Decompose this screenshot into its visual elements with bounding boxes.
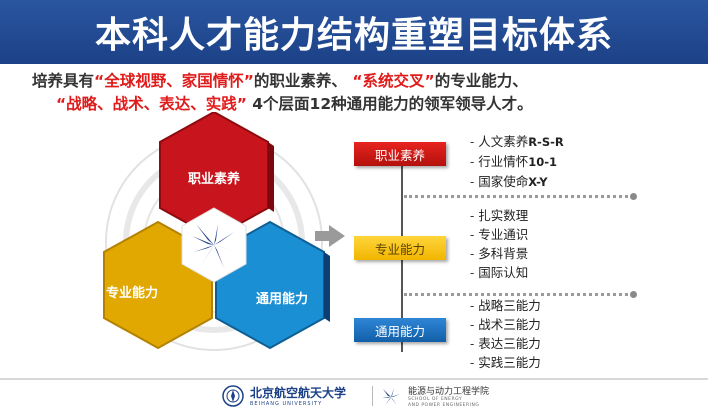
footer-separator: [372, 386, 373, 406]
intro-highlight: “系统交叉”: [352, 72, 435, 90]
list-item: - 行业情怀10-1: [470, 154, 557, 169]
intro-text-part: 的专业能力、: [434, 72, 528, 90]
intro-highlight: “战略、战术、表达、实践”: [56, 95, 247, 113]
hex-label-top: 职业素养: [188, 172, 241, 187]
list-professional-quality: - 人文素养R-S-R - 行业情怀10-1 - 国家使命X-Y: [470, 132, 564, 192]
school-emblem-icon: [382, 387, 400, 405]
ability-hex-diagram: 职业素养 专业能力 通用能力: [96, 110, 340, 380]
ability-tree: 职业素养 - 人文素养R-S-R - 行业情怀10-1 - 国家使命X-Y 专业…: [340, 130, 700, 380]
dotted-divider-end: [630, 291, 637, 298]
hex-label-left: 专业能力: [106, 286, 159, 301]
school-name-en2: AND POWER ENGINEERING: [408, 403, 480, 408]
univ-name-en: BEIHANG UNIVERSITY: [250, 401, 323, 407]
hex-shadow: [268, 142, 274, 212]
emblem-icon: [192, 224, 238, 268]
logo-beihang: 北京航空航天大学 BEIHANG UNIVERSITY: [222, 384, 346, 407]
intro-text-part: 培养具有: [32, 72, 95, 90]
intro-text: 培养具有“全球视野、家国情怀”的职业素养、 “系统交叉”的专业能力、 “战略、战…: [20, 70, 700, 116]
list-item: - 扎实数理: [470, 208, 529, 223]
list-general-ability: - 战略三能力 - 战术三能力 - 表达三能力 - 实践三能力: [470, 296, 541, 372]
page-title: 本科人才能力结构重塑目标体系: [0, 0, 708, 64]
list-item: - 实践三能力: [470, 355, 541, 370]
school-name-cn: 能源与动力工程学院: [408, 387, 490, 397]
list-professional-ability: - 扎实数理 - 专业通识 - 多科背景 - 国际认知: [470, 206, 528, 282]
hex-diagram-svg: [103, 110, 330, 351]
dotted-divider: [404, 293, 634, 296]
intro-highlight: “全球视野、家国情怀”: [94, 72, 254, 90]
intro-text-part: 的职业素养、: [253, 72, 347, 90]
list-item: - 战略三能力: [470, 298, 541, 313]
tag-professional-ability: 专业能力: [354, 236, 446, 260]
univ-name-cn: 北京航空航天大学: [250, 386, 347, 400]
footer-divider: [0, 378, 708, 380]
footer: 北京航空航天大学 BEIHANG UNIVERSITY 能源与动力工程学院 SC…: [0, 382, 708, 412]
tag-professional-quality: 职业素养: [354, 142, 446, 166]
dotted-divider-end: [630, 193, 637, 200]
list-item: - 国家使命X-Y: [470, 174, 548, 189]
intro-text-part: 4个层面12种通用能力的领军领导人才。: [246, 95, 533, 113]
hex-shadow: [324, 252, 330, 322]
list-item: - 多科背景: [470, 246, 529, 261]
list-item: - 人文素养R-S-R: [470, 134, 564, 149]
list-item: - 专业通识: [470, 227, 529, 242]
list-item: - 国际认知: [470, 265, 529, 280]
hex-label-right: 通用能力: [256, 292, 309, 307]
dotted-divider: [404, 195, 634, 198]
logo-school: 能源与动力工程学院 SCHOOL OF ENERGY AND POWER ENG…: [380, 384, 489, 409]
tag-general-ability: 通用能力: [354, 318, 446, 342]
arrow-right-icon: [315, 225, 345, 247]
list-item: - 表达三能力: [470, 336, 541, 351]
beihang-emblem-icon: [222, 384, 244, 407]
list-item: - 战术三能力: [470, 317, 541, 332]
school-name-en1: SCHOOL OF ENERGY: [408, 397, 463, 402]
